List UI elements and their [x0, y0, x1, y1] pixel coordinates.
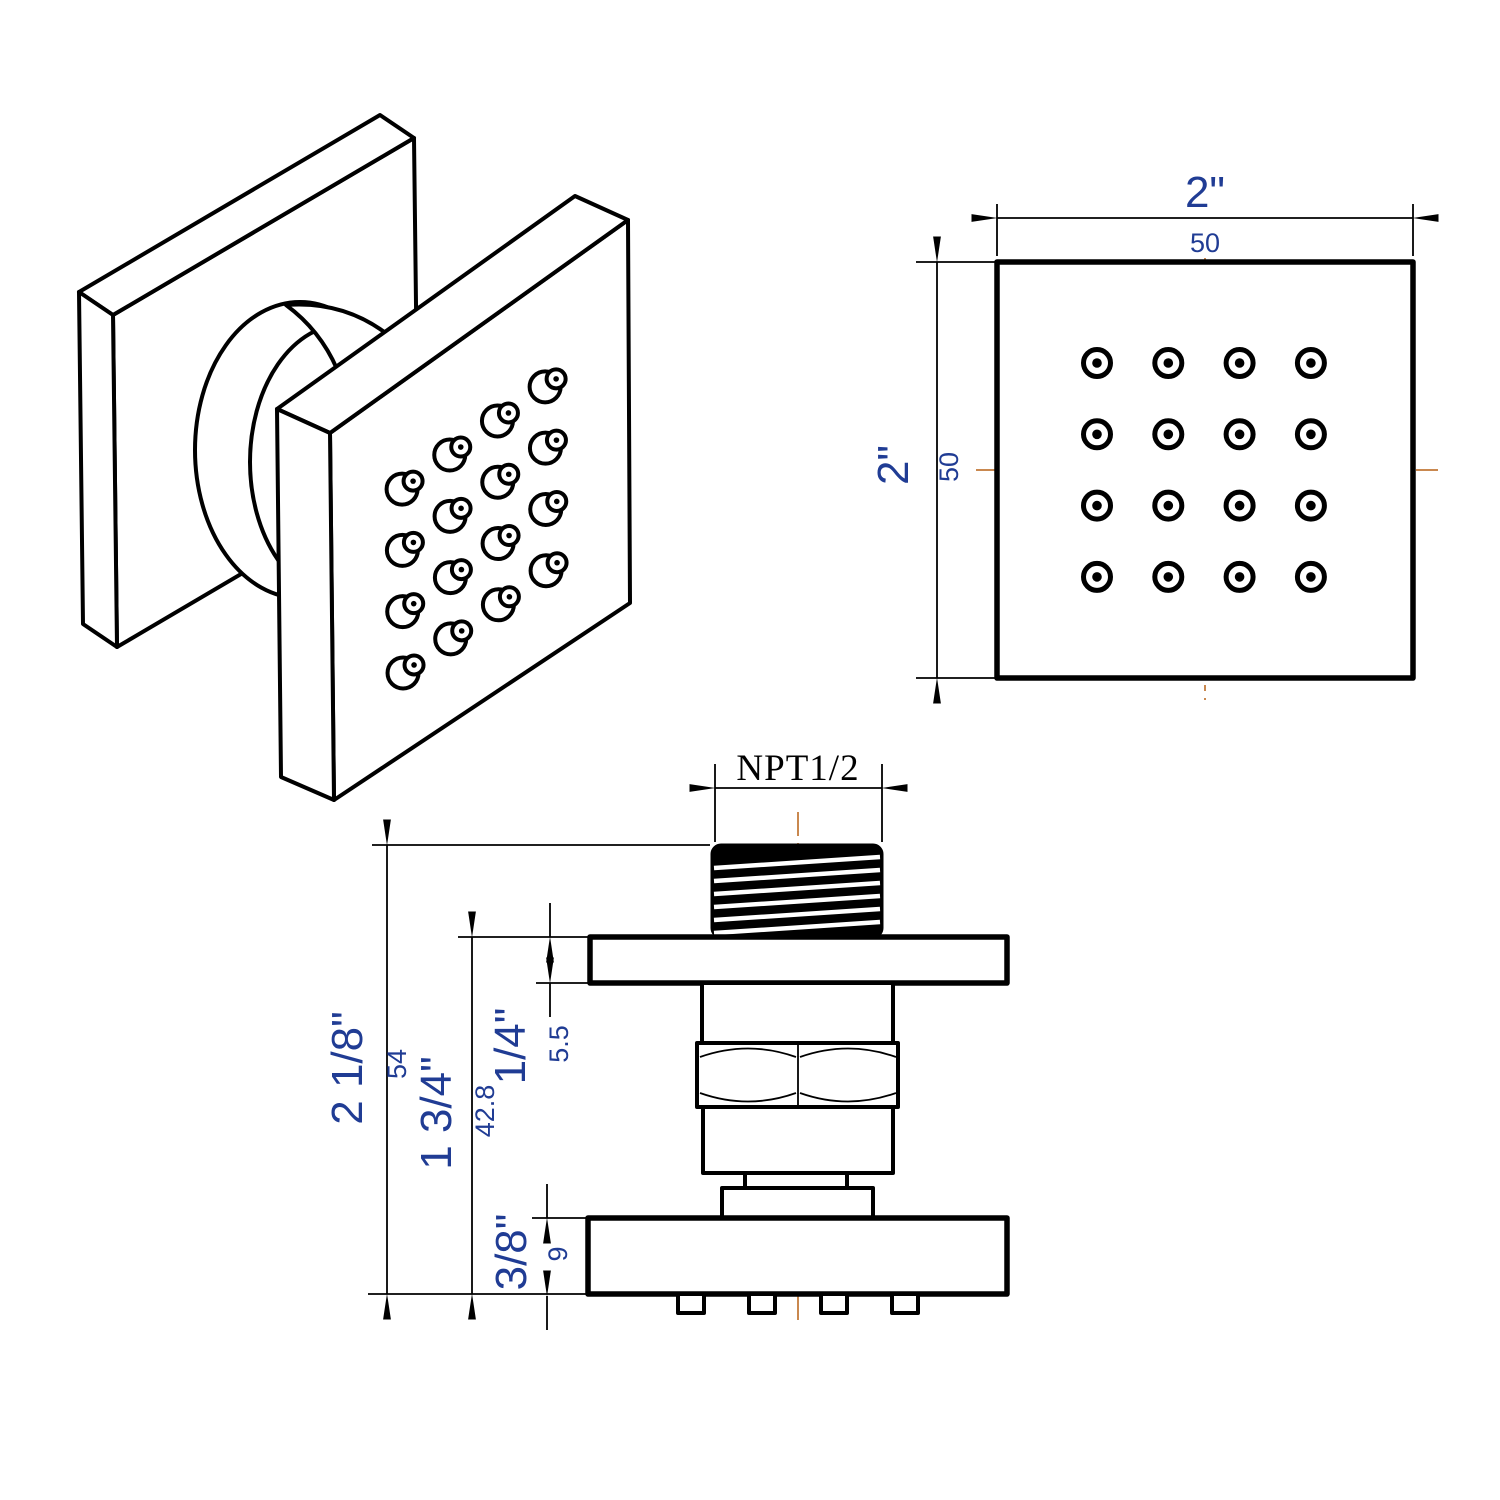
jet-hole-center: [1092, 358, 1102, 368]
hex-chamfer: [799, 1092, 897, 1103]
nozzle-tip: [676, 1292, 706, 1315]
jet-hole-center: [1092, 572, 1102, 582]
flange-thickness-imperial-label: 1/4": [486, 1008, 535, 1085]
overall-height-metric-label: 54: [382, 1049, 412, 1079]
body-height-metric-label: 42.8: [470, 1085, 500, 1138]
side-face-plate: [585, 1215, 1010, 1297]
front-width-imperial-label: 2": [1185, 168, 1225, 217]
thread-dimension: NPT1/2: [689, 748, 908, 842]
face-plate-side-edge: [275, 407, 336, 802]
front-jet-holes: [1081, 347, 1327, 593]
front-width-dimension: 2" 50: [971, 168, 1439, 258]
iso-nozzle-orifice: [458, 505, 464, 512]
jet-hole-center: [1163, 500, 1174, 511]
jet-hole-center: [1306, 572, 1316, 582]
nozzle-tip: [819, 1292, 849, 1315]
jet-hole-center: [1163, 358, 1174, 368]
iso-nozzle-orifice: [505, 410, 512, 416]
wall-plate-side-edge: [77, 290, 119, 649]
jet-hole-center: [1234, 500, 1245, 511]
jet-hole-center: [1234, 429, 1245, 440]
jet-hole-center: [1092, 429, 1102, 440]
iso-nozzle-orifice: [458, 628, 465, 634]
side-upper-neck: [700, 981, 895, 1045]
body-height-imperial-label: 1 3/4": [412, 1056, 461, 1169]
jet-hole-center: [1234, 358, 1245, 368]
front-height-imperial-label: 2": [869, 445, 918, 485]
side-view: NPT1/2 2 1/8" 54 1 3/4" 42.8 1/4" 5.5: [323, 748, 1010, 1330]
iso-nozzle-orifice: [411, 662, 417, 668]
front-height-metric-label: 50: [934, 452, 964, 482]
isometric-view: [77, 113, 632, 802]
hex-chamfer: [699, 1047, 797, 1058]
jet-hole-center: [1306, 500, 1316, 511]
iso-nozzle-orifice: [553, 437, 560, 443]
jet-hole-center: [1306, 429, 1316, 440]
jet-hole-center: [1163, 429, 1174, 440]
iso-nozzle-orifice: [458, 566, 465, 573]
hex-chamfer: [699, 1092, 797, 1103]
jet-hole-center: [1163, 572, 1174, 582]
iso-nozzle-orifice: [553, 376, 559, 382]
iso-face-plate: [275, 194, 632, 802]
iso-nozzle-orifice: [506, 532, 512, 539]
iso-nozzle-orifice: [410, 600, 417, 607]
jet-hole-center: [1092, 500, 1102, 511]
faceplate-thickness-metric-label: 9: [543, 1246, 573, 1261]
iso-nozzle-orifice: [410, 478, 416, 484]
side-dimensions: 2 1/8" 54 1 3/4" 42.8 1/4" 5.5 3/8" 9: [323, 819, 710, 1330]
iso-jet-nozzles: [384, 367, 569, 691]
side-thread: [710, 843, 884, 939]
side-wall-flange: [587, 934, 1010, 986]
iso-nozzle-orifice: [506, 594, 513, 600]
side-swivel-step: [743, 1171, 849, 1190]
thread-ridges: [713, 854, 881, 936]
iso-nozzle-orifice: [410, 539, 417, 546]
iso-nozzle-orifice: [554, 559, 560, 566]
iso-nozzle-orifice: [457, 444, 464, 450]
flange-thickness-metric-label: 5.5: [544, 1025, 574, 1063]
nozzle-tip: [890, 1292, 920, 1315]
side-swivel-base: [720, 1186, 875, 1220]
side-nozzle-tips: [676, 1292, 920, 1315]
front-view: 2" 50 2" 50: [869, 168, 1439, 704]
side-lower-body: [701, 1105, 895, 1175]
faceplate-thickness-imperial-label: 3/8": [487, 1214, 536, 1291]
overall-height-imperial-label: 2 1/8": [323, 1011, 372, 1124]
front-face-outline: [994, 259, 1416, 681]
hex-chamfer: [799, 1047, 897, 1058]
front-height-dimension: 2" 50: [869, 236, 995, 704]
jet-hole-center: [1234, 572, 1245, 582]
front-width-metric-label: 50: [1190, 228, 1220, 258]
iso-nozzle-orifice: [553, 498, 560, 505]
side-hex-nut: [695, 1041, 900, 1109]
iso-nozzle-orifice: [505, 471, 512, 478]
jet-hole-center: [1306, 358, 1316, 368]
nozzle-tip: [747, 1292, 777, 1315]
thread-size-label: NPT1/2: [736, 748, 859, 789]
